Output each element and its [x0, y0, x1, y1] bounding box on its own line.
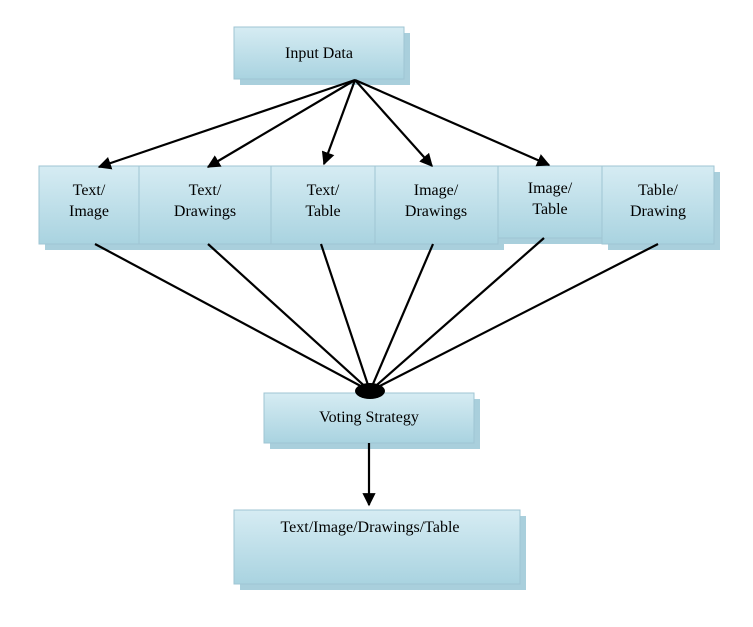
category-text-drawings-label: Text/ Drawings	[139, 180, 271, 222]
category-line2: Table	[305, 203, 341, 220]
category-box	[270, 165, 376, 245]
voting-strategy-label: Voting Strategy	[264, 407, 474, 428]
output-label: Text/Image/Drawings/Table	[227, 517, 513, 538]
converge-line	[368, 243, 435, 392]
category-line1: Text/	[306, 182, 340, 199]
converge-line	[319, 243, 372, 392]
category-text-table-label: Text/ Table	[271, 180, 375, 222]
output-box	[233, 509, 521, 585]
converge-line	[369, 237, 545, 392]
input-data-box	[233, 26, 405, 80]
category-table-drawing-label: Table/ Drawing	[602, 180, 714, 222]
input-data-text: Input Data	[285, 45, 353, 62]
category-box	[601, 165, 715, 245]
category-box	[374, 165, 499, 245]
category-line2: Drawings	[173, 203, 237, 220]
boxes-layer	[38, 26, 720, 590]
category-line2: Image	[69, 203, 109, 220]
converge-line	[369, 243, 659, 392]
category-line1: Image/	[413, 182, 459, 199]
join-node	[355, 383, 385, 399]
category-line1: Text/	[188, 182, 222, 199]
voting-strategy-box	[263, 392, 475, 444]
category-image-table-label: Image/ Table	[498, 178, 602, 220]
fan-out-arrow	[206, 79, 356, 168]
converge-line	[94, 243, 371, 392]
category-image-drawings-label: Image/ Drawings	[375, 180, 498, 222]
category-text-image-label: Text/ Image	[39, 180, 139, 222]
category-line1: Table/	[638, 182, 678, 199]
category-box	[497, 165, 603, 239]
category-line1: Text/	[72, 182, 106, 199]
category-line2: Drawing	[630, 203, 686, 220]
voting-strategy-text: Voting Strategy	[319, 409, 419, 426]
output-text: Text/Image/Drawings/Table	[280, 519, 460, 536]
fan-out-arrow	[321, 79, 357, 166]
connectors-layer	[94, 78, 659, 507]
converge-line	[207, 243, 371, 392]
fan-out-arrow	[354, 79, 433, 167]
category-line2: Table	[532, 201, 568, 218]
category-line2: Drawings	[404, 203, 468, 220]
category-box	[138, 165, 272, 245]
fan-out-arrow	[97, 78, 356, 170]
fan-out-arrow	[354, 78, 551, 167]
input-data-label: Input Data	[234, 43, 404, 64]
category-line1: Image/	[527, 180, 573, 197]
